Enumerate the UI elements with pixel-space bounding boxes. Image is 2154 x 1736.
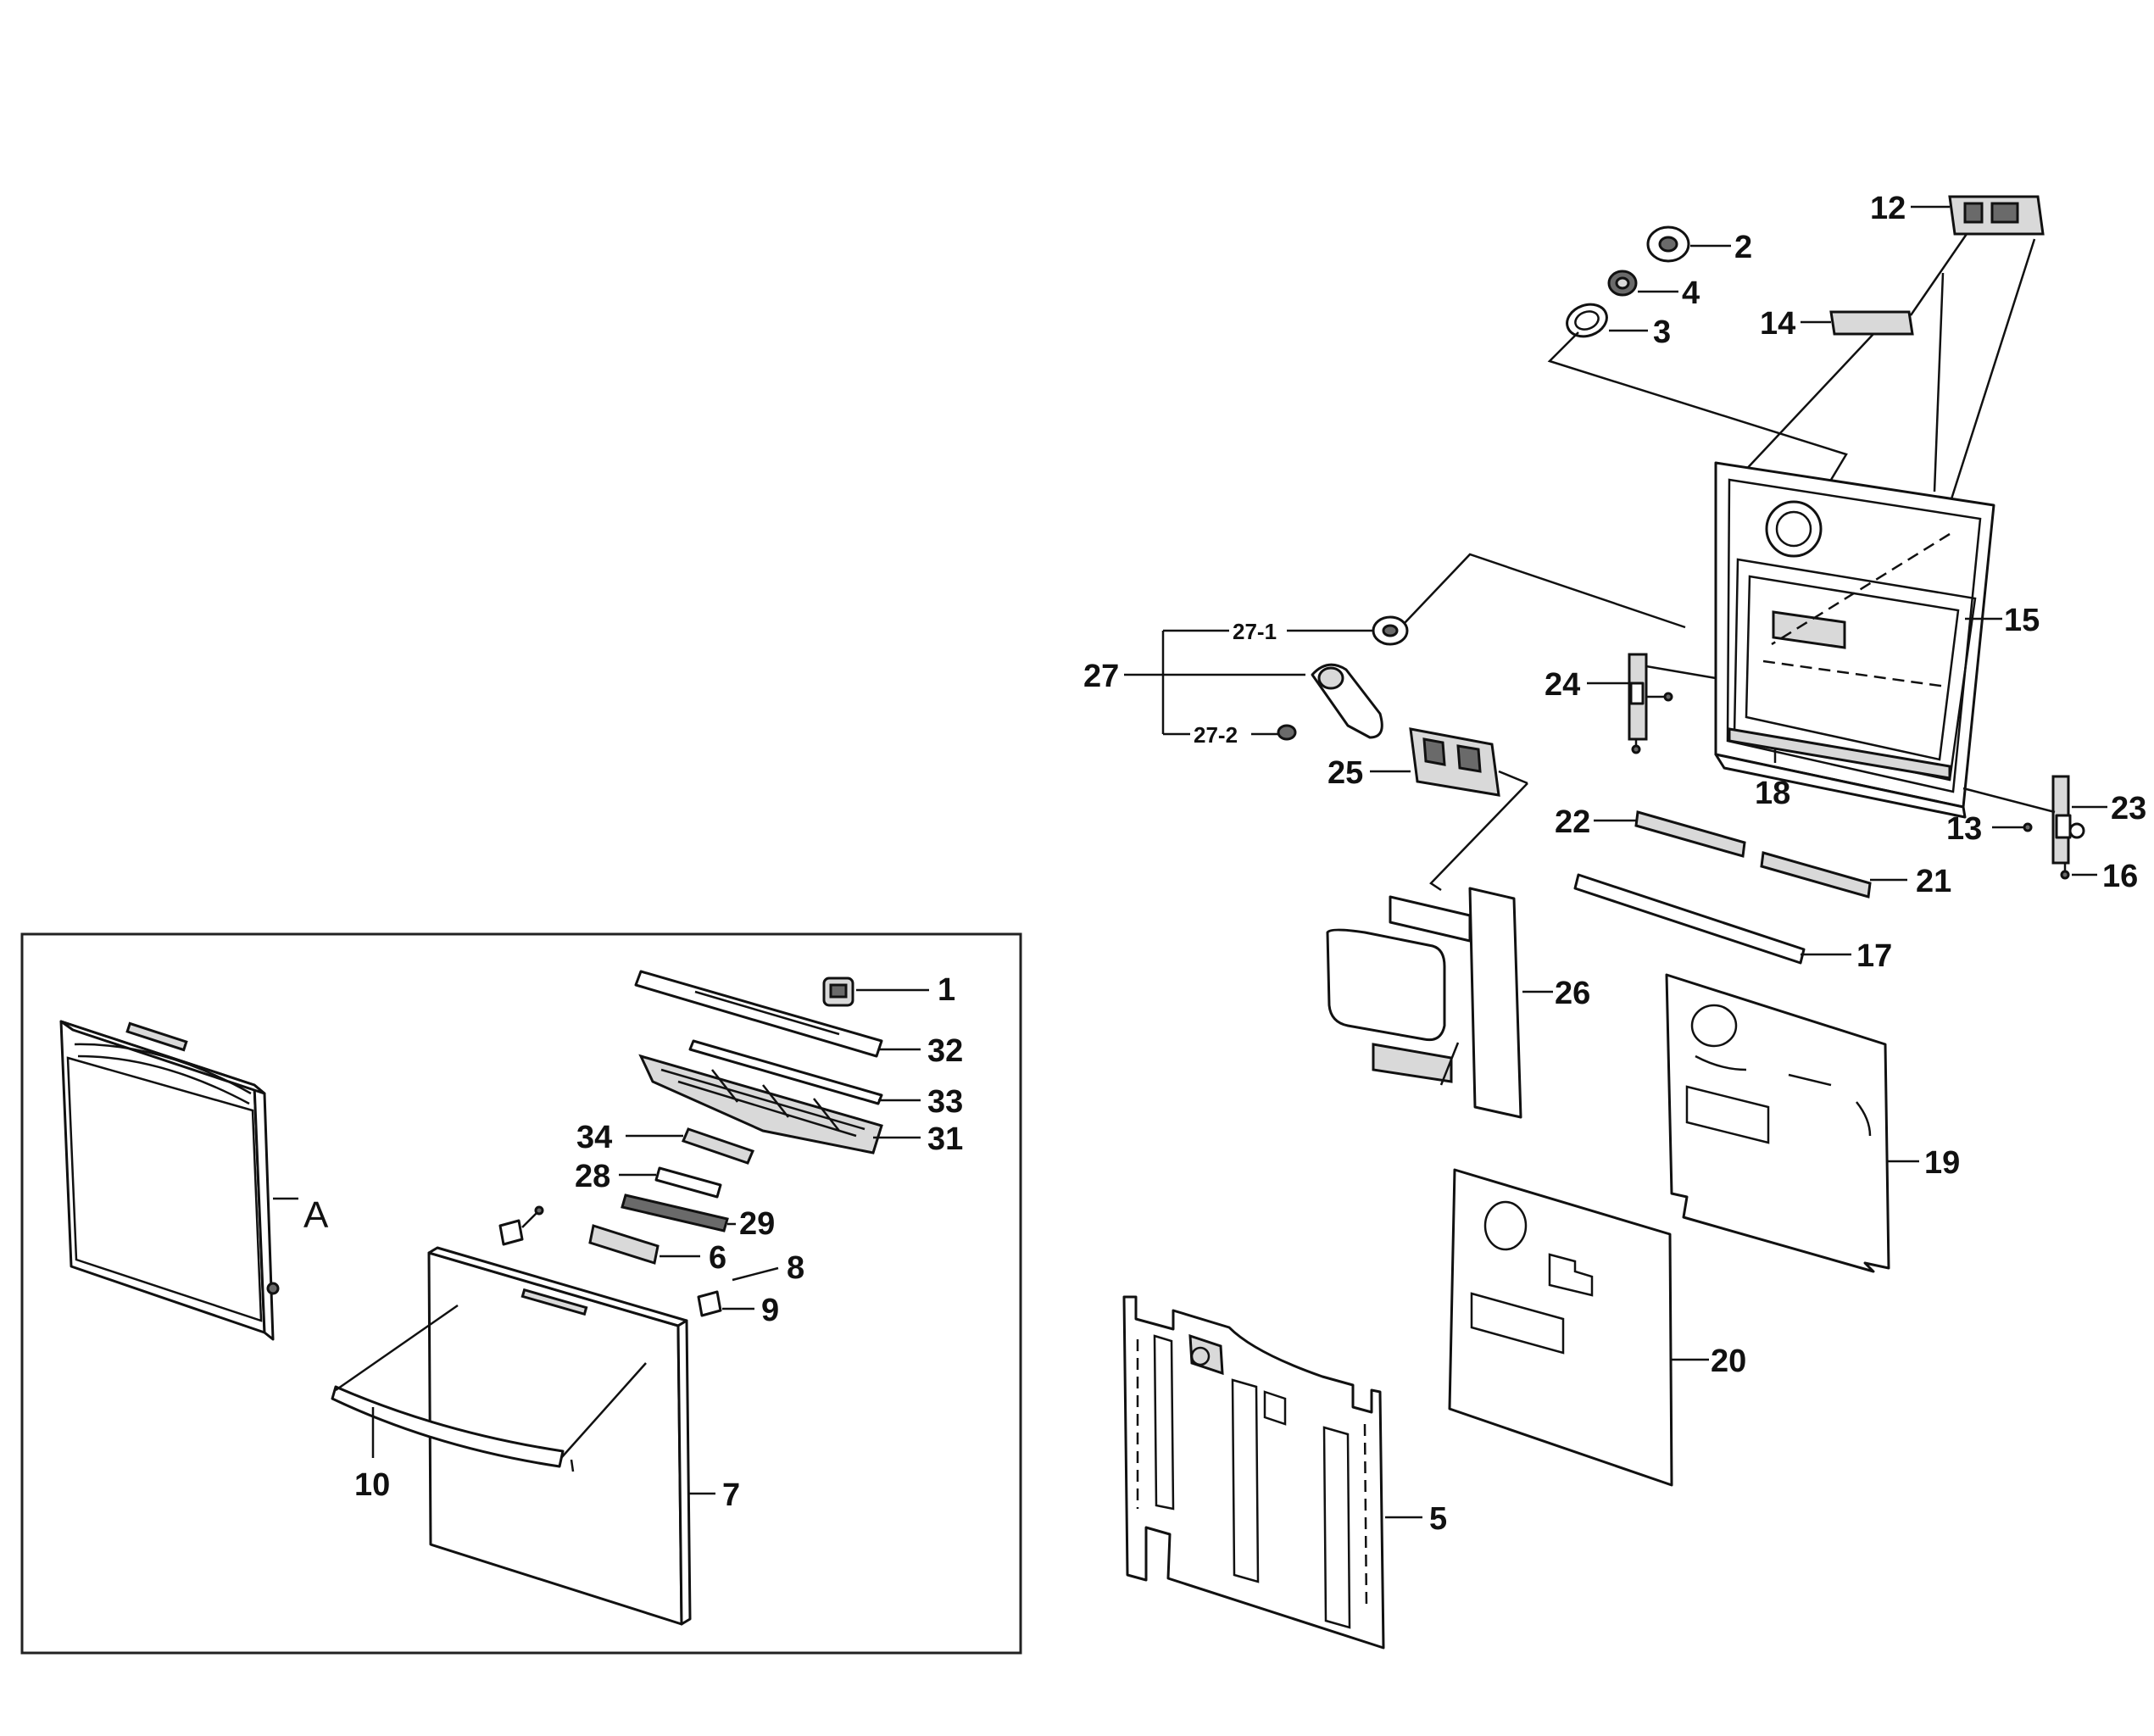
part-5-liner-panel <box>1122 1295 1385 1650</box>
label-14: 14 <box>1760 306 1795 342</box>
part-19-insulation-panel <box>1665 973 1890 1273</box>
label-6: 6 <box>709 1240 726 1276</box>
label-17: 17 <box>1856 938 1892 974</box>
label-26: 26 <box>1555 976 1590 1011</box>
label-27: 27 <box>1083 659 1119 694</box>
label-29: 29 <box>739 1206 775 1242</box>
label-24: 24 <box>1545 667 1580 703</box>
part-25-dispenser <box>1409 727 1528 797</box>
part-20-insulation-panel <box>1448 1168 1673 1487</box>
label-20: 20 <box>1711 1344 1746 1379</box>
part-4-seal <box>1607 270 1638 297</box>
part-6-button-block <box>588 1224 660 1265</box>
part-9-bracket <box>697 1290 722 1317</box>
label-34: 34 <box>576 1120 612 1155</box>
part-10-handle <box>331 1304 647 1472</box>
label-4: 4 <box>1682 275 1700 311</box>
part-12-top-bracket <box>1948 195 2045 236</box>
label-9: 9 <box>761 1293 779 1328</box>
label-22: 22 <box>1555 804 1590 840</box>
part-29-display <box>621 1194 729 1232</box>
part-24-left-hinge <box>1628 653 1717 754</box>
label-28: 28 <box>575 1159 610 1194</box>
part-14-board <box>1829 310 1914 336</box>
assembled-door <box>59 1020 280 1341</box>
part-26-dispenser-cover <box>1326 887 1522 1119</box>
label-12: 12 <box>1870 191 1906 226</box>
label-3: 3 <box>1653 314 1671 350</box>
label-7: 7 <box>722 1477 740 1513</box>
label-5: 5 <box>1429 1501 1447 1537</box>
label-27-bracket <box>1124 629 1373 736</box>
label-1: 1 <box>938 972 955 1008</box>
door-assembly-inset-frame <box>20 932 1022 1655</box>
part-27-1-knob <box>1372 615 1409 646</box>
label-33: 33 <box>927 1084 963 1120</box>
label-2: 2 <box>1734 230 1752 265</box>
label-23: 23 <box>2111 791 2146 826</box>
part-27-2-spring <box>1277 724 1297 741</box>
assembly-line-board <box>1933 238 2036 526</box>
label-27-1: 27-1 <box>1233 619 1277 644</box>
assembly-line-bracket <box>1740 233 1968 476</box>
part-17-bar <box>1573 873 1806 965</box>
part-31-control-panel <box>638 1054 883 1155</box>
part-23-right-hinge <box>1962 775 2085 865</box>
part-33-bar <box>688 1039 883 1105</box>
label-8: 8 <box>787 1250 804 1286</box>
part-21-rail <box>1760 851 1872 899</box>
part-16-pin <box>2060 863 2070 880</box>
part-15-inner-door <box>1714 461 1995 819</box>
part-3-gasket <box>1566 303 1608 338</box>
label-10: 10 <box>354 1467 390 1503</box>
part-2-ring <box>1646 225 1690 263</box>
part-27-latch <box>1311 663 1383 739</box>
part-22-rail <box>1634 810 1746 858</box>
assembly-line-ring <box>1547 331 1848 498</box>
part-28-buttons <box>654 1166 722 1199</box>
label-25: 25 <box>1327 755 1363 791</box>
label-31: 31 <box>927 1121 963 1157</box>
label-A: A <box>303 1194 329 1236</box>
part-8-bracket <box>498 1205 544 1246</box>
label-18: 18 <box>1755 776 1790 811</box>
label-15: 15 <box>2004 603 2040 638</box>
label-32: 32 <box>927 1033 963 1069</box>
label-19: 19 <box>1924 1145 1960 1181</box>
part-34-board <box>681 1127 755 1165</box>
part-7-outer-door-panel <box>427 1246 692 1626</box>
label-16: 16 <box>2102 859 2138 894</box>
part-1-clip <box>822 976 854 1007</box>
part-18-bottom-rail <box>1728 727 1951 780</box>
label-13: 13 <box>1946 811 1982 847</box>
part-13-screw <box>2023 822 2033 832</box>
label-21: 21 <box>1916 864 1951 899</box>
label-27-2: 27-2 <box>1194 722 1238 748</box>
